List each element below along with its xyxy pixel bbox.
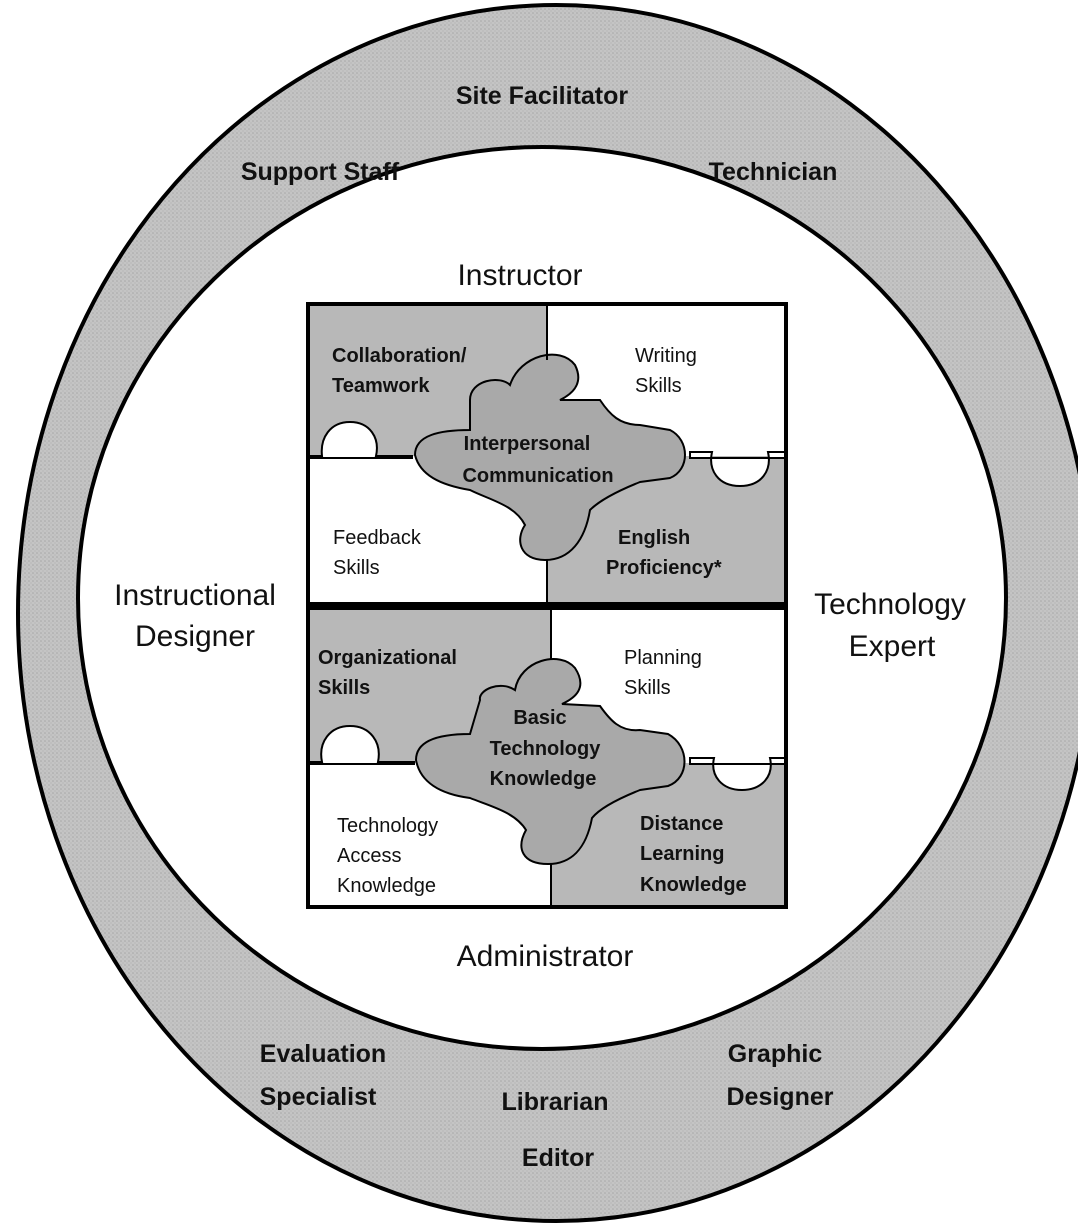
label-technology-expert-line1: Technology bbox=[814, 588, 966, 621]
bottom-skill-distance-line3: Knowledge bbox=[640, 874, 747, 896]
label-site-facilitator: Site Facilitator bbox=[456, 82, 629, 110]
top-skill-english-line1: English bbox=[618, 527, 690, 549]
top-skill-collaboration-line1: Collaboration/ bbox=[332, 345, 467, 367]
top-skill-writing-line2: Skills bbox=[635, 375, 682, 397]
label-administrator: Administrator bbox=[457, 940, 634, 973]
label-evaluation-specialist-line1: Evaluation bbox=[260, 1040, 386, 1068]
top-skill-collaboration-line2: Teamwork bbox=[332, 375, 430, 397]
label-editor: Editor bbox=[522, 1144, 594, 1172]
bottom-skill-basic-tech-line1: Basic bbox=[513, 707, 566, 729]
top-skill-interpersonal-line2: Communication bbox=[462, 465, 613, 487]
label-instructional-designer-line2: Designer bbox=[135, 620, 255, 653]
top-puzzle-right-knob bbox=[689, 451, 787, 488]
bottom-skill-distance-line2: Learning bbox=[640, 843, 724, 865]
bottom-skill-tech-access-line3: Knowledge bbox=[337, 875, 436, 897]
bottom-puzzle-left-knob bbox=[307, 724, 415, 765]
bottom-puzzle bbox=[306, 606, 788, 909]
bottom-skill-organizational-line2: Skills bbox=[318, 677, 370, 699]
label-instructor: Instructor bbox=[457, 259, 582, 292]
top-skill-feedback-line2: Skills bbox=[333, 557, 380, 579]
top-skill-interpersonal-line1: Interpersonal bbox=[464, 433, 591, 455]
label-instructional-designer-line1: Instructional bbox=[114, 579, 276, 612]
top-skill-writing-line1: Writing bbox=[635, 345, 697, 367]
label-technology-expert-line2: Expert bbox=[849, 630, 936, 663]
bottom-skill-planning-line1: Planning bbox=[624, 647, 702, 669]
bottom-skill-distance-line1: Distance bbox=[640, 813, 723, 835]
bottom-skill-tech-access-line2: Access bbox=[337, 845, 401, 867]
bottom-skill-tech-access-line1: Technology bbox=[337, 815, 438, 837]
top-puzzle bbox=[306, 302, 788, 606]
bottom-puzzle-center-piece bbox=[414, 658, 686, 866]
bottom-puzzle-right-knob bbox=[689, 757, 787, 792]
bottom-skill-basic-tech-line2: Technology bbox=[490, 738, 602, 760]
label-graphic-designer-line1: Graphic bbox=[728, 1040, 823, 1068]
label-librarian: Librarian bbox=[502, 1088, 609, 1116]
label-graphic-designer-line2: Designer bbox=[727, 1083, 834, 1111]
label-support-staff: Support Staff bbox=[241, 158, 400, 186]
bottom-skill-planning-line2: Skills bbox=[624, 677, 671, 699]
label-evaluation-specialist-line2: Specialist bbox=[260, 1083, 377, 1111]
top-puzzle-center-piece bbox=[413, 353, 686, 562]
top-skill-feedback-line1: Feedback bbox=[333, 527, 422, 549]
top-skill-english-line2: Proficiency* bbox=[606, 557, 722, 579]
bottom-skill-organizational-line1: Organizational bbox=[318, 647, 457, 669]
label-technician: Technician bbox=[709, 158, 838, 186]
bottom-puzzle-frame bbox=[306, 606, 788, 909]
top-puzzle-left-knob bbox=[307, 420, 413, 459]
bottom-skill-basic-tech-line3: Knowledge bbox=[490, 768, 597, 790]
